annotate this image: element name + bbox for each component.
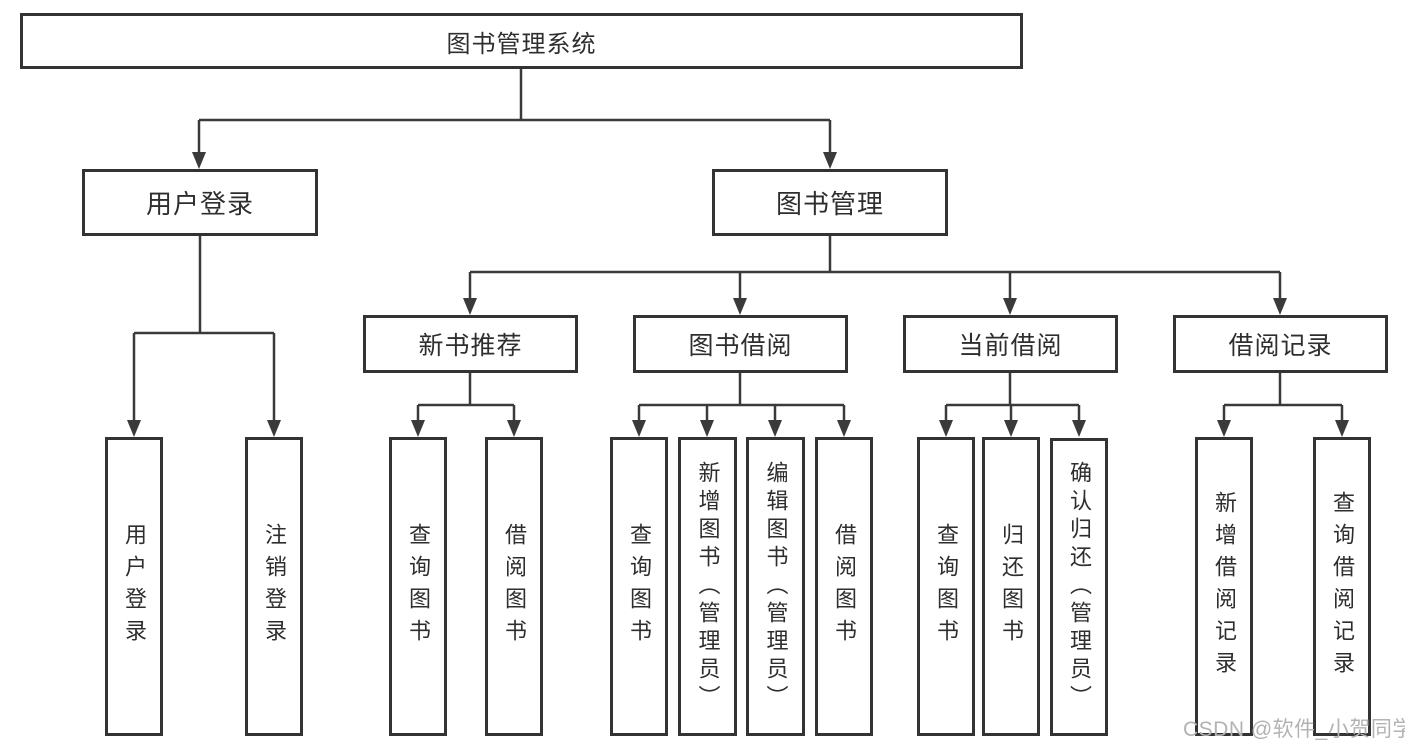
node-library-management-system: 图书管理系统 [20, 13, 1023, 69]
node-label: 新增图书（管理员） [695, 460, 721, 713]
node-label: 新书推荐 [418, 332, 523, 360]
node-label: 借阅图书 [832, 522, 857, 651]
leaf-logout-login: 注销登录 [245, 437, 303, 736]
leaf-user-login: 用户登录 [105, 437, 163, 736]
node-label: 借阅图书 [502, 522, 527, 651]
node-new-book-recommend: 新书推荐 [363, 315, 578, 373]
node-label: 借阅记录 [1228, 332, 1333, 360]
leaf-borrow-edit-books-admin: 编辑图书（管理员） [746, 437, 805, 736]
node-label: 新增借阅记录 [1212, 490, 1237, 683]
node-label: 查询图书 [627, 522, 652, 651]
leaf-records-add-record: 新增借阅记录 [1195, 437, 1253, 736]
node-label: 图书管理系统 [446, 30, 597, 58]
leaf-current-query-books: 查询图书 [917, 437, 975, 736]
leaf-records-query-record: 查询借阅记录 [1313, 437, 1371, 736]
node-label: 归还图书 [999, 522, 1024, 651]
leaf-current-confirm-return-admin: 确认归还（管理员） [1050, 438, 1108, 736]
node-label: 查询图书 [934, 522, 959, 651]
node-label: 用户登录 [145, 189, 254, 219]
node-label: 图书管理 [775, 189, 884, 219]
leaf-current-return-books: 归还图书 [982, 437, 1040, 736]
node-label: 确认归还（管理员） [1067, 461, 1092, 713]
node-user-login: 用户登录 [82, 169, 318, 236]
leaf-borrow-add-books-admin: 新增图书（管理员） [678, 437, 737, 736]
node-label: 查询图书 [406, 522, 431, 651]
csdn-watermark: CSDN @软件_小贺同学 [1183, 718, 1405, 741]
node-label: 当前借阅 [958, 332, 1063, 360]
leaf-recommend-query-books: 查询图书 [389, 437, 447, 736]
leaf-borrow-query-books: 查询图书 [610, 437, 668, 736]
leaf-borrow-borrow-books: 借阅图书 [815, 437, 873, 736]
node-borrow-records: 借阅记录 [1173, 315, 1388, 373]
leaf-recommend-borrow-books: 借阅图书 [485, 437, 543, 736]
node-current-borrow: 当前借阅 [903, 315, 1118, 373]
node-label: 注销登录 [262, 522, 287, 651]
node-book-borrow: 图书借阅 [633, 315, 848, 373]
node-book-management: 图书管理 [712, 169, 948, 236]
node-label: 编辑图书（管理员） [763, 460, 789, 713]
node-label: 用户登录 [122, 522, 147, 651]
node-label: 查询借阅记录 [1330, 490, 1355, 683]
node-label: 图书借阅 [688, 332, 793, 360]
